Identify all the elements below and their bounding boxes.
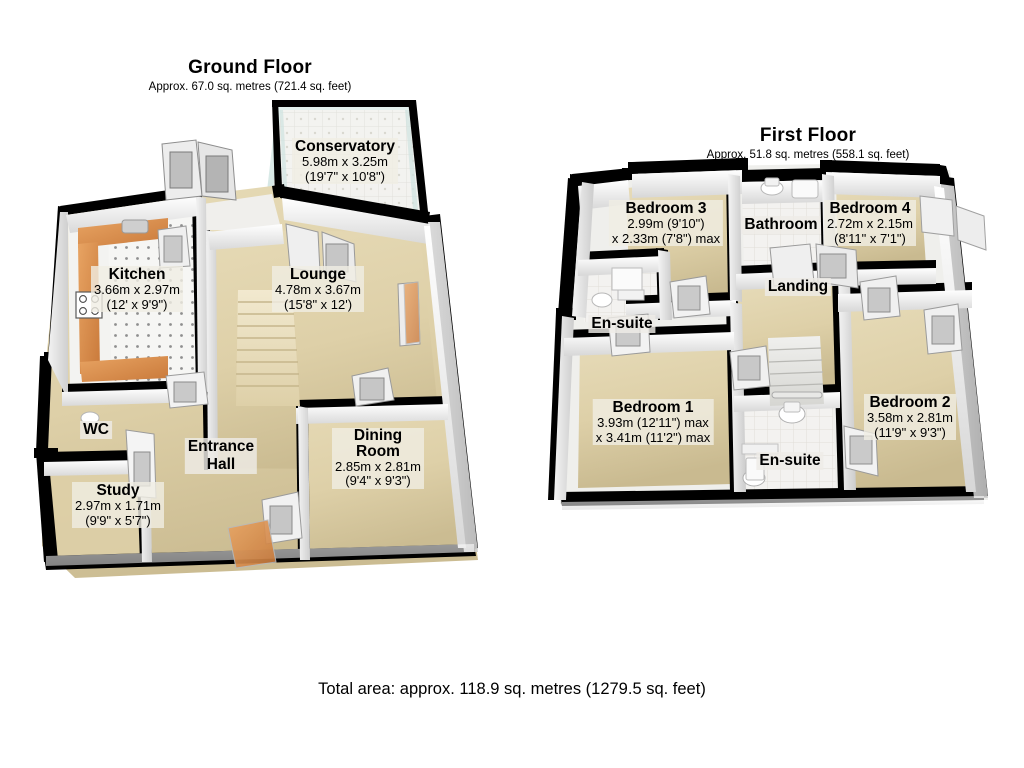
room-label-lounge: Lounge 4.78m x 3.67m (15'8" x 12') (272, 266, 364, 313)
tag-entrance-hall: Entrance Hall (184, 438, 258, 474)
ground-floor-wall-faces (44, 196, 478, 566)
bedroom-3-dim-metric: 2.99m (9'10") (608, 217, 724, 232)
conservatory-dim-imperial: (19'7" x 10'8") (292, 169, 398, 185)
room-label-conservatory: Conservatory 5.98m x 3.25m (19'7" x 10'8… (292, 138, 398, 185)
bedroom-1-name: Bedroom 1 (592, 399, 714, 417)
wc-label: WC (83, 421, 109, 438)
bathroom-label: Bathroom (744, 216, 818, 233)
lounge-name: Lounge (272, 266, 364, 284)
bedroom-1-dim-imperial: x 3.41m (11'2") max (592, 430, 714, 446)
bedroom-4-dim-metric: 2.72m x 2.15m (824, 217, 916, 232)
ensuite-2-label: En-suite (759, 452, 821, 469)
study-name: Study (72, 482, 164, 500)
entrance-hall-label-line2: Hall (206, 455, 236, 473)
bedroom-4-name: Bedroom 4 (824, 200, 916, 218)
bedroom-3-dim-imperial: x 2.33m (7'8") max (608, 231, 724, 247)
tag-landing: Landing (764, 278, 832, 296)
bedroom-1-dim-metric: 3.93m (12'11") max (592, 416, 714, 431)
bedroom-2-dim-imperial: (11'9" x 9'3") (864, 425, 956, 441)
ground-floor-plan: Ground Floor Approx. 67.0 sq. metres (72… (0, 0, 520, 620)
entrance-hall-label-line1: Entrance (187, 438, 255, 455)
bathroom-fixtures (760, 177, 819, 199)
tag-ensuite-2: En-suite (756, 452, 824, 470)
first-floor-plan: First Floor Approx. 51.8 sq. metres (558… (520, 0, 1024, 560)
bedroom-3-name: Bedroom 3 (608, 200, 724, 218)
bedroom-4-dim-imperial: (8'11" x 7'1") (824, 231, 916, 247)
landing-staircase (768, 336, 824, 406)
conservatory-dim-metric: 5.98m x 3.25m (292, 155, 398, 170)
room-label-bedroom-2: Bedroom 2 3.58m x 2.81m (11'9" x 9'3") (864, 394, 956, 441)
door-leaves (125, 139, 421, 569)
study-dim-metric: 2.97m x 1.71m (72, 499, 164, 514)
study-dim-imperial: (9'9" x 5'7") (72, 513, 164, 529)
ground-floor-area: Approx. 67.0 sq. metres (721.4 sq. feet) (148, 80, 352, 93)
room-label-dining-room: Dining Room 2.85m x 2.81m (9'4" x 9'3") (332, 428, 424, 489)
kitchen-dim-imperial: (12' x 9'9") (91, 297, 183, 313)
first-floor-title: First Floor (759, 125, 857, 146)
lounge-dim-metric: 4.78m x 3.67m (272, 283, 364, 298)
ground-floor-title: Ground Floor (188, 57, 312, 78)
staircase (236, 290, 300, 406)
tag-wc: WC (80, 421, 112, 439)
first-floor-heading: First Floor Approx. 51.8 sq. metres (558… (658, 125, 958, 161)
dining-room-name-line1: Dining (332, 428, 424, 444)
dining-room-dim-imperial: (9'4" x 9'3") (332, 474, 424, 489)
room-label-kitchen: Kitchen 3.66m x 2.97m (12' x 9'9") (91, 266, 183, 313)
total-area-value: Total area: approx. 118.9 sq. metres (12… (318, 680, 706, 698)
total-area-text: Total area: approx. 118.9 sq. metres (12… (0, 680, 1024, 699)
first-floor-area: Approx. 51.8 sq. metres (558.1 sq. feet) (706, 148, 910, 161)
conservatory-name: Conservatory (292, 138, 398, 156)
kitchen-name: Kitchen (91, 266, 183, 284)
ensuite-1-fixtures (591, 267, 645, 308)
kitchen-dim-metric: 3.66m x 2.97m (91, 283, 183, 298)
bedroom-2-name: Bedroom 2 (864, 394, 956, 412)
room-label-bedroom-4: Bedroom 4 2.72m x 2.15m (8'11" x 7'1") (824, 200, 916, 247)
ground-floor-heading: Ground Floor Approx. 67.0 sq. metres (72… (100, 57, 400, 93)
tag-bathroom: Bathroom (741, 216, 821, 234)
lounge-dim-imperial: (15'8" x 12') (272, 297, 364, 313)
ensuite-1-label: En-suite (591, 315, 653, 332)
bedroom-2-dim-metric: 3.58m x 2.81m (864, 411, 956, 426)
landing-label: Landing (767, 278, 829, 295)
dining-room-name-line2: Room (332, 443, 424, 460)
dining-room-dim-metric: 2.85m x 2.81m (332, 459, 424, 475)
room-label-study: Study 2.97m x 1.71m (9'9" x 5'7") (72, 482, 164, 529)
tag-ensuite-1: En-suite (588, 315, 656, 333)
room-label-bedroom-3: Bedroom 3 2.99m (9'10") x 2.33m (7'8") m… (608, 200, 724, 247)
room-label-bedroom-1: Bedroom 1 3.93m (12'11") max x 3.41m (11… (592, 399, 714, 446)
